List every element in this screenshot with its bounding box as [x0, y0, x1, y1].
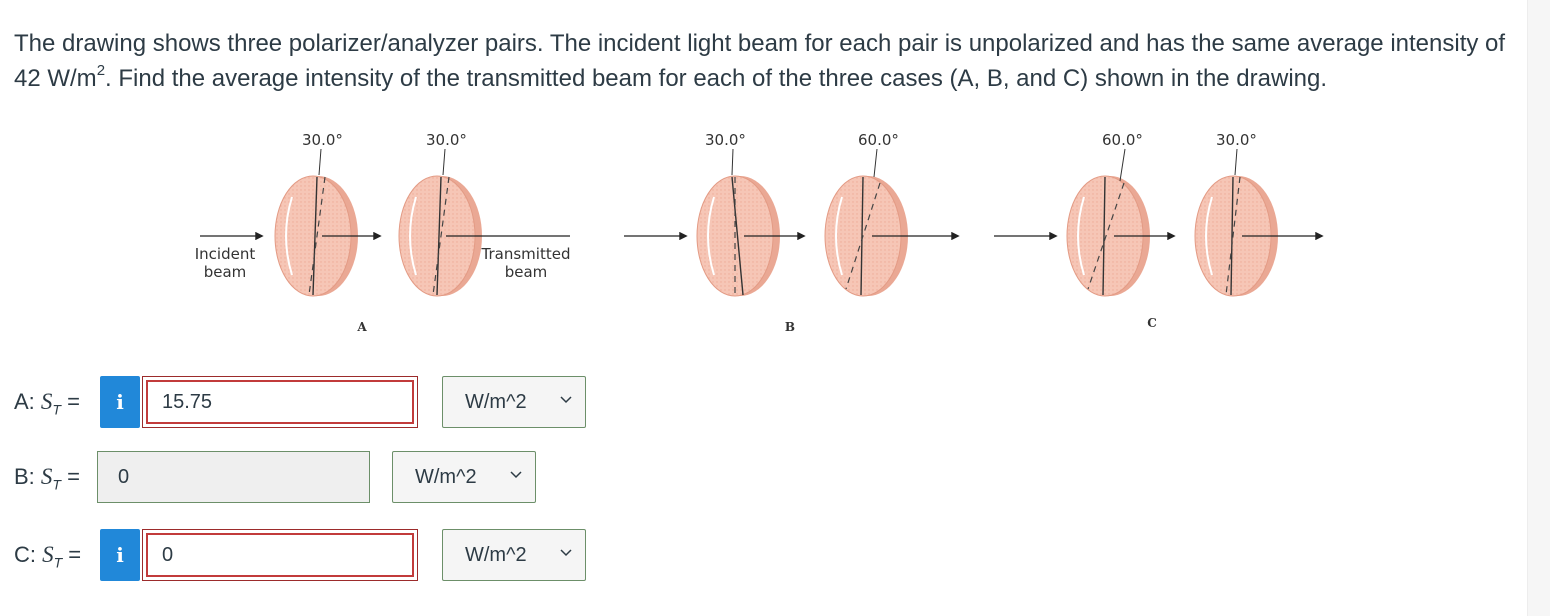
case-a-angle-2: 30.0°	[426, 131, 467, 149]
question-text-part1: The drawing shows three polarizer/analyz…	[14, 30, 1506, 92]
answer-input-b[interactable]: 0	[97, 451, 370, 503]
chevron-down-icon	[560, 549, 572, 557]
case-b-analyzer	[824, 175, 908, 297]
case-c-angle-1: 60.0°	[1102, 131, 1143, 149]
case-b-label: B	[785, 320, 795, 334]
case-c-polarizer	[1066, 175, 1150, 297]
case-b-angle-1: 30.0°	[705, 131, 746, 149]
scrollbar-track[interactable]	[1527, 0, 1550, 616]
chevron-down-icon	[510, 471, 522, 479]
question-superscript: 2	[96, 62, 106, 79]
answer-row-b: B: ST = 0 W/m^2	[0, 451, 600, 507]
info-icon: i	[116, 390, 124, 414]
unit-select-a[interactable]: W/m^2	[442, 376, 586, 428]
unit-select-c[interactable]: W/m^2	[442, 529, 586, 581]
case-b-angle-2: 60.0°	[858, 131, 899, 149]
answer-input-a[interactable]: 15.75	[142, 376, 418, 428]
polarizer-figure: 30.0° 30.0° Incident beam Transmitted be…	[180, 125, 1340, 340]
case-a-polarizer	[274, 175, 358, 297]
answer-input-b-value: 0	[118, 465, 130, 488]
case-a-label: A	[356, 320, 367, 334]
case-c-analyzer	[1194, 175, 1278, 297]
answer-input-c[interactable]: 0	[142, 529, 418, 581]
question-text: The drawing shows three polarizer/analyz…	[14, 26, 1514, 96]
question-text-part2: . Find the average intensity of the tran…	[105, 65, 1328, 92]
case-a-analyzer	[398, 175, 482, 297]
info-icon: i	[116, 543, 124, 567]
case-b-diagram: 30.0° 60.0° B	[624, 131, 960, 334]
polarizer-diagram: 30.0° 30.0° Incident beam Transmitted be…	[195, 131, 1324, 334]
answer-input-c-value: 0	[146, 533, 414, 577]
case-b-polarizer	[696, 175, 780, 297]
unit-select-a-value: W/m^2	[465, 390, 527, 413]
answer-row-a: A: ST = i 15.75 W/m^2	[0, 376, 600, 432]
incident-label-line2: beam	[204, 263, 247, 281]
info-button-a[interactable]: i	[100, 376, 140, 428]
info-button-c[interactable]: i	[100, 529, 140, 581]
transmitted-label-line1: Transmitted	[481, 245, 571, 263]
transmitted-label-line2: beam	[505, 263, 548, 281]
answer-label-c: C: ST =	[14, 542, 82, 571]
case-a-diagram: 30.0° 30.0° Incident beam Transmitted be…	[195, 131, 571, 334]
case-c-angle-2: 30.0°	[1216, 131, 1257, 149]
answer-label-b: B: ST =	[14, 464, 80, 493]
answer-input-a-value: 15.75	[146, 380, 414, 424]
chevron-down-icon	[560, 396, 572, 404]
case-c-diagram: 60.0° 30.0° C	[994, 131, 1324, 330]
incident-label-line1: Incident	[195, 245, 256, 263]
case-c-label: C	[1147, 316, 1157, 330]
answer-row-c: C: ST = i 0 W/m^2	[0, 529, 600, 585]
unit-select-b-value: W/m^2	[415, 465, 477, 488]
unit-select-b[interactable]: W/m^2	[392, 451, 536, 503]
unit-select-c-value: W/m^2	[465, 543, 527, 566]
answer-label-a: A: ST =	[14, 389, 80, 418]
case-a-angle-1: 30.0°	[302, 131, 343, 149]
